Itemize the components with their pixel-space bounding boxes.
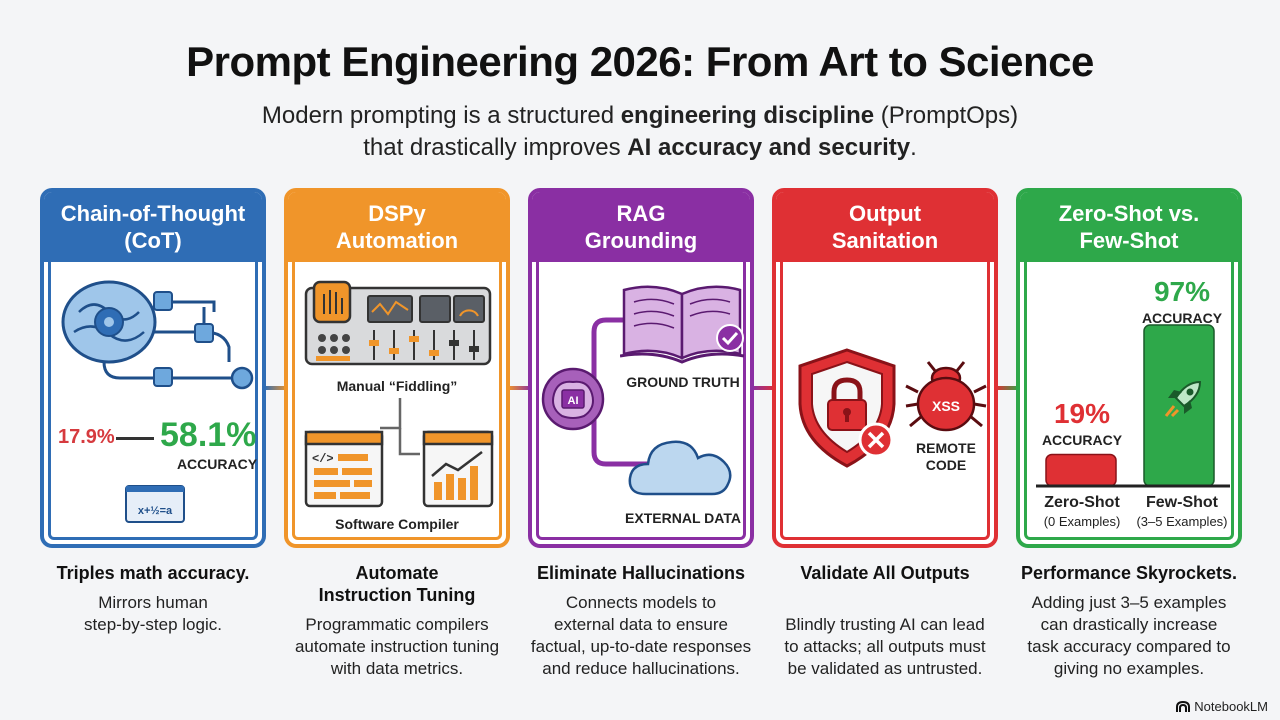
summary-title: Automate Instruction Tuning [318,563,476,605]
page-title: Prompt Engineering 2026: From Art to Sci… [186,38,1094,85]
ai-chip-label: AI [567,395,579,407]
zero-shot-metric-label: ACCURACY [1041,432,1123,448]
card-header: Zero-Shot vs. Few-Shot [1020,192,1238,262]
code-window-icon: </> [304,430,384,508]
connector-3 [752,386,776,390]
brain-gear-icon [61,280,254,390]
summary-cot: Triples math accuracy. Mirrors human ste… [28,562,278,636]
chart-window-icon [422,430,494,508]
notebooklm-logo-icon [1176,700,1191,712]
summary-title: Validate All Outputs [800,563,970,583]
card-header: Output Sanitation [776,192,994,262]
card-header: DSPy Automation [288,192,506,262]
card-rag-grounding: RAG Grounding GROUND TRUTH AI EXTERNAL D… [528,188,754,548]
summary-sanitation: Validate All Outputs Blindly trusting AI… [760,562,1010,680]
card-output-sanitation: Output Sanitation XSS REMOTE CODE [772,188,998,548]
summary-text: Programmatic compilers automate instruct… [294,615,500,678]
few-shot-value: 97% [1153,276,1211,307]
summary-few-shot: Performance Skyrockets. Adding just 3–5 … [1004,562,1254,680]
ground-truth-label: GROUND TRUTH [626,374,740,390]
compiler-connector [380,398,420,456]
summary-dspy: Automate Instruction Tuning Programmatic… [272,562,522,680]
remote-code-label: REMOTE CODE [916,440,976,473]
summary-title: Eliminate Hallucinations [536,563,746,583]
summary-text: Mirrors human step-by-step logic. [84,593,222,634]
svg-text:x+½=a: x+½=a [138,505,173,517]
summary-rag: Eliminate Hallucinations Connects models… [516,562,766,680]
zero-shot-value: 19% [1053,398,1111,429]
card-chain-of-thought: Chain-of-Thought (CoT) 17.9% 58.1% ACCUR… [40,188,266,548]
summary-title: Performance Skyrockets. [1020,563,1238,583]
connector-2 [508,386,532,390]
few-shot-sublabel: (3–5 Examples) [1136,514,1228,529]
svg-text:</>: </> [312,452,334,466]
card-dspy-automation: DSPy Automation Manual “Fiddling” [284,188,510,548]
summary-text: Adding just 3–5 examples can drastically… [1027,593,1231,678]
cloud-icon [628,440,732,496]
manual-fiddling-label: Manual “Fiddling” [336,378,458,394]
card-header: Chain-of-Thought (CoT) [44,192,262,262]
ai-brain-icon [541,367,605,431]
hand-control-panel-icon [304,280,492,366]
book-check-icon [620,285,745,364]
cot-before-value: 17.9% [58,426,115,448]
rocket-icon [1164,380,1202,418]
cot-metric-label: ACCURACY [176,456,258,472]
summary-text: Connects models to external data to ensu… [530,593,752,678]
xss-label: XSS [931,398,960,414]
shield-lock-icon [798,348,896,468]
summary-text: Blindly trusting AI can lead to attacks;… [784,615,986,678]
connector-4 [996,386,1020,390]
summary-title: Triples math accuracy. [56,563,250,583]
card-header: RAG Grounding [532,192,750,262]
bug-icon [905,361,987,432]
bar-zero-shot [1045,453,1117,487]
math-formula-icon: x+½=a [125,485,185,523]
zero-shot-sublabel: (0 Examples) [1043,514,1121,529]
software-compiler-label: Software Compiler [335,516,459,532]
page-subtitle: Modern prompting is a structured enginee… [261,102,1019,161]
zero-shot-label: Zero-Shot [1044,494,1120,511]
card-zero-vs-few-shot: Zero-Shot vs. Few-Shot 97% ACCURACY 19% … [1016,188,1242,548]
external-data-label: EXTERNAL DATA [625,510,741,526]
rag-connector-lines [591,317,654,467]
cot-after-value: 58.1% [160,416,257,454]
cot-arrow-line [116,437,154,440]
zero-few-bar-chart [1036,324,1230,488]
notebooklm-watermark: NotebookLM [1176,699,1268,714]
few-shot-metric-label: ACCURACY [1141,310,1223,326]
connector-1 [264,386,288,390]
few-shot-label: Few-Shot [1146,494,1218,511]
